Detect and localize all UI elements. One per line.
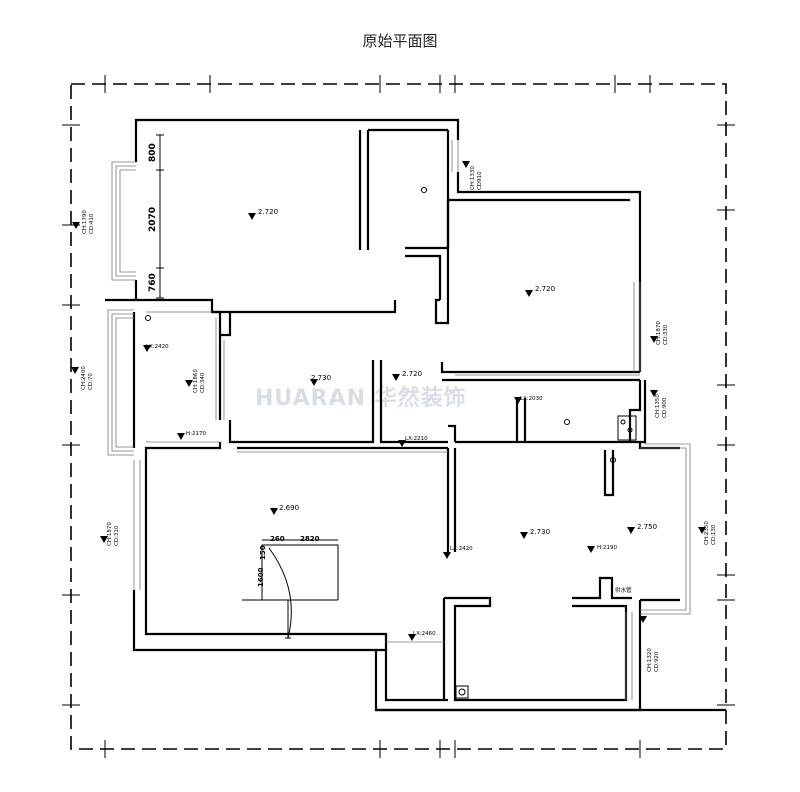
svg-text:CH:1350: CH:1350 <box>655 394 661 418</box>
site-boundary <box>70 83 727 750</box>
beam-label: LX:2420 <box>450 546 473 552</box>
water-pipe-note: 供水管 <box>615 586 632 594</box>
boundary-ticks <box>62 75 735 758</box>
dim-1600: 1600 <box>257 567 265 587</box>
window-spec-w1: CH:1790 CD:410 <box>82 210 95 234</box>
svg-text:CH:1870: CH:1870 <box>656 321 662 345</box>
svg-text:CH:1790: CH:1790 <box>82 210 88 234</box>
beam-label: LX:2030 <box>520 396 543 402</box>
svg-text:CH:2350: CH:2350 <box>704 521 710 545</box>
svg-text:CD:900: CD:900 <box>662 397 668 418</box>
window-spec-w5: CH:1860 CD:340 <box>193 369 206 393</box>
svg-text:CH:1860: CH:1860 <box>193 369 199 393</box>
svg-text:CD910: CD910 <box>477 171 483 190</box>
level-text: 2.730 <box>311 374 331 382</box>
svg-text:CD:70: CD:70 <box>88 373 94 390</box>
svg-text:CH:1870: CH:1870 <box>107 522 113 546</box>
dim-260: 260 <box>270 535 285 543</box>
dim-2820: 2820 <box>300 535 320 543</box>
svg-text:CH:1320: CH:1320 <box>647 648 653 672</box>
beam-label: LX:2210 <box>405 436 428 442</box>
svg-text:CD:920: CD:920 <box>654 651 660 672</box>
dim-800: 800 <box>148 143 158 162</box>
level-text: 2.720 <box>535 285 555 293</box>
height-label: H:2170 <box>186 431 206 437</box>
dim-760: 760 <box>148 273 158 292</box>
svg-text:CD:310: CD:310 <box>114 525 120 546</box>
window-spec-w2: CH:1330 CD910 <box>470 166 483 190</box>
windows <box>107 140 691 700</box>
window-spec-w7: CH:1870 CD:310 <box>107 522 120 546</box>
window-spec-w3: CH:1870 CD:330 <box>656 321 669 345</box>
svg-text:CD:410: CD:410 <box>89 213 95 234</box>
height-label: H:2190 <box>597 545 617 551</box>
door-arc <box>242 544 339 639</box>
window-spec-w4: CH:2400 CD:70 <box>81 366 94 390</box>
svg-text:CH:1330: CH:1330 <box>470 166 476 190</box>
level-text: 2.720 <box>258 208 278 216</box>
level-text: 2.730 <box>530 528 550 536</box>
walls <box>105 118 726 712</box>
level-text: 2.690 <box>279 504 299 512</box>
level-text: 2.720 <box>402 370 422 378</box>
svg-text:CH:2400: CH:2400 <box>81 366 87 390</box>
dim-150: 150 <box>259 545 267 560</box>
beam-label: LX:2420 <box>146 344 169 350</box>
dimension-lines <box>156 134 338 541</box>
window-spec-w9: CH:1320 CD:920 <box>647 648 660 672</box>
window-spec-w8: CH:2350 CD:130 <box>704 521 717 545</box>
svg-text:CD:130: CD:130 <box>711 524 717 545</box>
svg-text:CD:330: CD:330 <box>663 324 669 345</box>
beam-label: LX:2460 <box>413 631 436 637</box>
level-text: 2.750 <box>637 523 657 531</box>
level-markers <box>71 161 706 641</box>
fixtures <box>145 187 637 699</box>
dim-2070: 2070 <box>148 207 158 232</box>
watermark: HUARAN 华然装饰 <box>255 385 467 411</box>
page-title: 原始平面图 <box>362 32 438 50</box>
window-spec-w6: CH:1350 CD:900 <box>655 394 668 418</box>
svg-text:CD:340: CD:340 <box>200 372 206 393</box>
